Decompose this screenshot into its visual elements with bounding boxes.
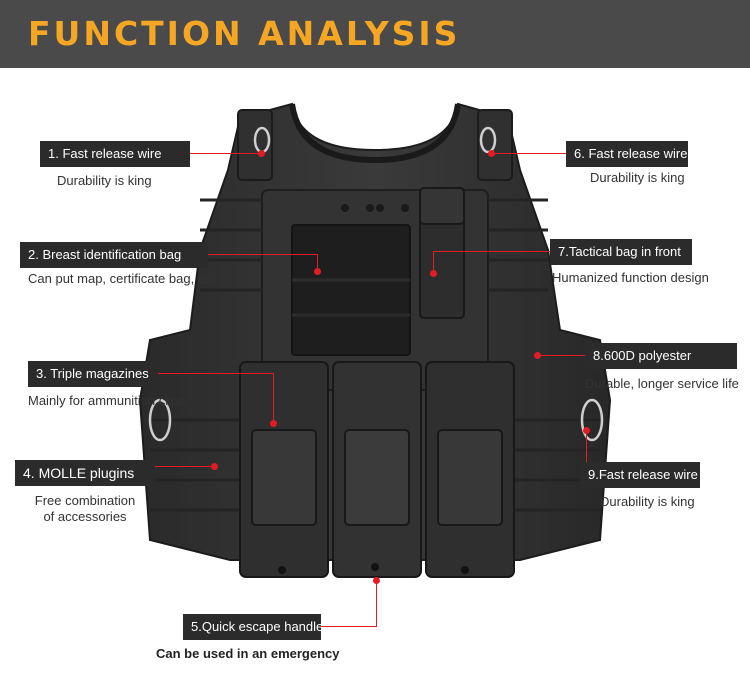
marker-dot	[488, 150, 495, 157]
marker-dot	[211, 463, 218, 470]
callout-desc: Mainly for ammunition clips	[28, 393, 185, 408]
callout-label: 6. Fast release wire	[566, 141, 688, 167]
callout-label: 1. Fast release wire	[40, 141, 190, 167]
header-banner: FUNCTION ANALYSIS	[0, 0, 750, 68]
page-title: FUNCTION ANALYSIS	[28, 14, 461, 53]
callout-desc: Can be used in an emergency	[156, 646, 340, 661]
marker-dot	[534, 352, 541, 359]
marker-dot	[430, 270, 437, 277]
callout-desc: Durability is king	[590, 170, 685, 185]
callout-label: 2. Breast identification bag	[20, 242, 208, 268]
callout-desc: Free combination of accessories	[34, 493, 136, 524]
callout-label: 4. MOLLE plugins	[15, 460, 155, 486]
callout-label: 9.Fast release wire	[580, 462, 700, 488]
marker-dot	[314, 268, 321, 275]
marker-dot	[583, 427, 590, 434]
callout-label: 5.Quick escape handle	[183, 614, 323, 640]
callout-desc: Humanized function design	[552, 270, 709, 285]
callout-label: 3. Triple magazines	[28, 361, 158, 387]
callout-label: 7.Tactical bag in front	[550, 239, 692, 265]
marker-dot	[258, 150, 265, 157]
callout-desc: Can put map, certificate bag, etc	[28, 271, 216, 286]
callout-desc: Durability is king	[600, 494, 695, 509]
callout-desc: Durable, longer service life	[585, 376, 739, 391]
callout-desc: Durability is king	[57, 173, 152, 188]
callout-label: 8.600D polyester	[585, 343, 737, 369]
marker-dot	[270, 420, 277, 427]
marker-dot	[373, 577, 380, 584]
